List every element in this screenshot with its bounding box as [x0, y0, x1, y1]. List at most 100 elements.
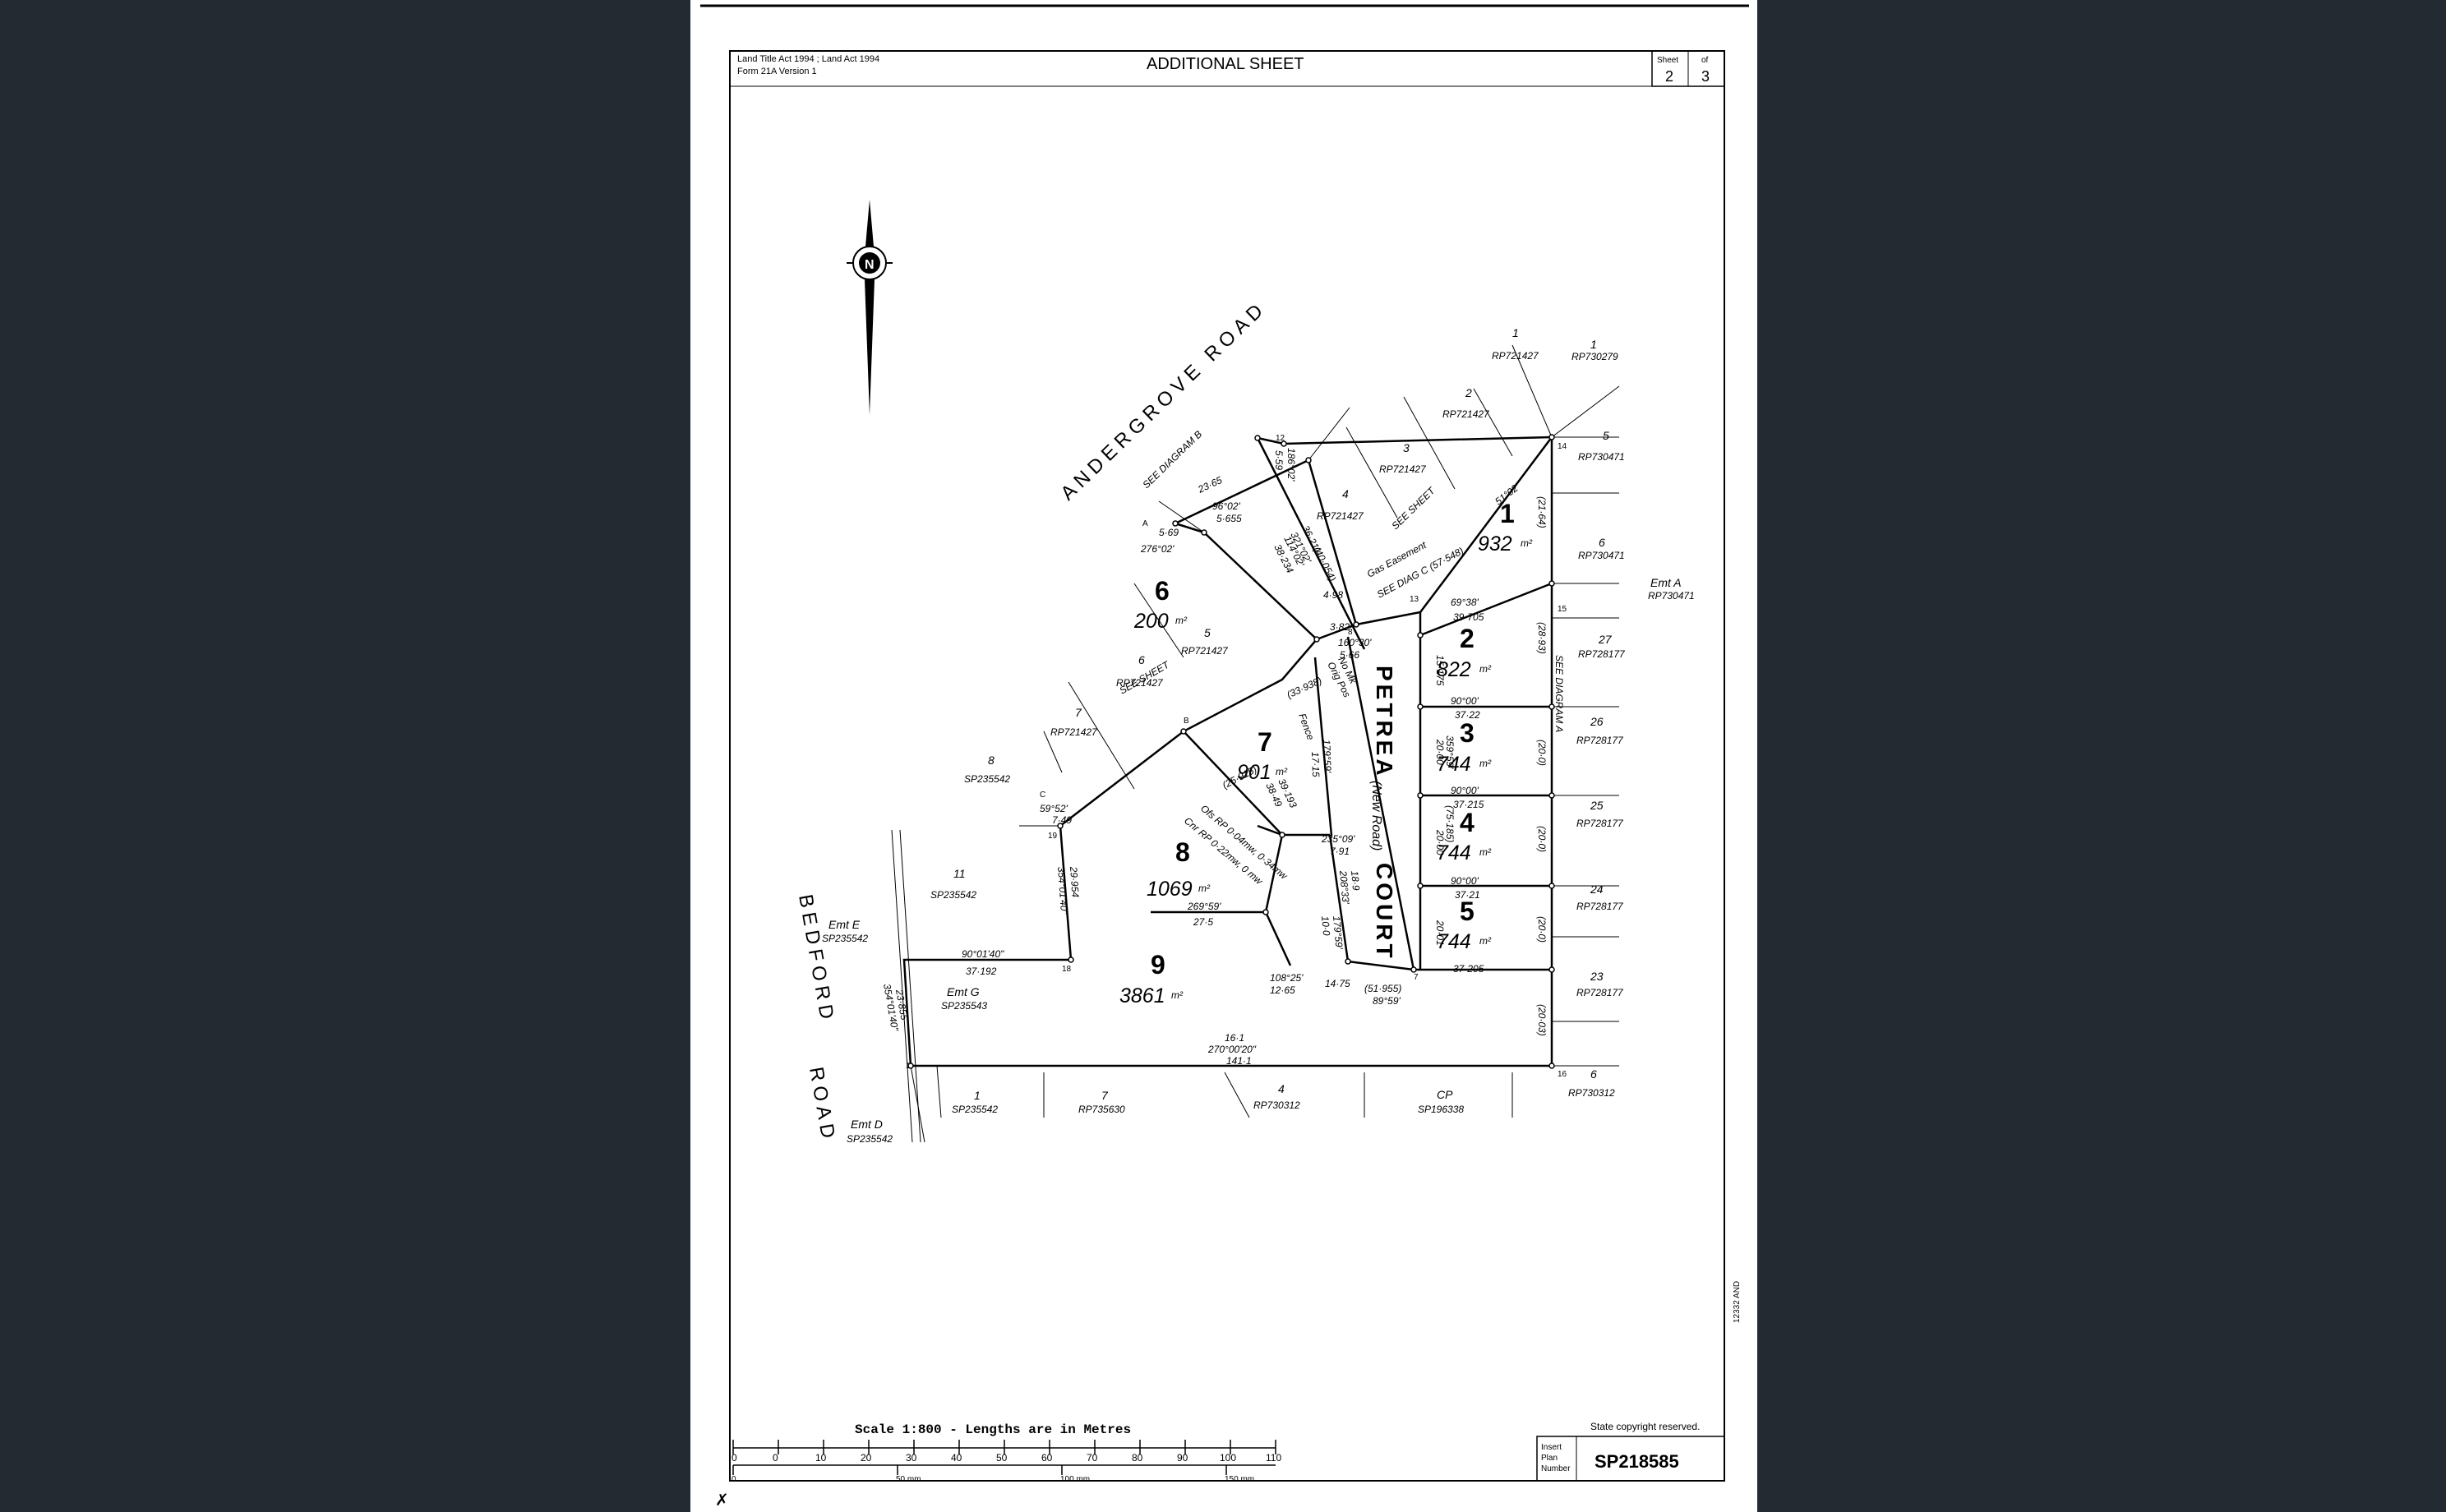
- svg-text:7: 7: [1075, 706, 1082, 719]
- svg-text:6: 6: [1155, 576, 1170, 606]
- road-road: ROAD: [805, 1065, 840, 1145]
- sheet-total: 3: [1701, 68, 1710, 85]
- svg-text:15: 15: [1558, 605, 1567, 614]
- plan-number-box: [1536, 1436, 1725, 1482]
- svg-text:SP235542: SP235542: [952, 1104, 998, 1115]
- svg-text:RP728177: RP728177: [1576, 987, 1624, 998]
- svg-text:37·205: 37·205: [1453, 963, 1484, 975]
- svg-text:39·705: 39·705: [1453, 611, 1484, 623]
- svg-text:SP235542: SP235542: [964, 773, 1010, 785]
- svg-text:25: 25: [1590, 799, 1604, 812]
- svg-text:3: 3: [1403, 441, 1410, 454]
- sheet-frame: [729, 50, 1725, 1482]
- svg-text:30: 30: [906, 1452, 917, 1464]
- svg-text:7·91: 7·91: [1330, 846, 1350, 857]
- svg-text:16: 16: [1558, 1070, 1567, 1079]
- svg-text:37·21: 37·21: [1455, 889, 1480, 901]
- svg-text:7·49: 7·49: [1052, 814, 1072, 826]
- svg-text:SP235542: SP235542: [822, 933, 868, 944]
- sheet-title: ADDITIONAL SHEET: [1147, 55, 1304, 73]
- svg-text:5: 5: [1204, 626, 1211, 639]
- road-new-road: (New Road): [1369, 781, 1383, 850]
- svg-text:7: 7: [1258, 727, 1272, 757]
- svg-text:1: 1: [1500, 499, 1515, 528]
- svg-text:96°02': 96°02': [1212, 500, 1240, 512]
- svg-text:269°59': 269°59': [1187, 901, 1221, 912]
- svg-text:40: 40: [951, 1452, 962, 1464]
- svg-text:(20·03): (20·03): [1536, 1004, 1548, 1036]
- svg-text:179°59': 179°59': [1331, 915, 1345, 950]
- svg-text:89°59': 89°59': [1373, 995, 1401, 1007]
- svg-text:150 mm: 150 mm: [1225, 1475, 1254, 1484]
- svg-text:10: 10: [815, 1452, 827, 1464]
- svg-text:23: 23: [1590, 970, 1604, 983]
- svg-text:24: 24: [1590, 883, 1604, 896]
- svg-text:12: 12: [1276, 434, 1285, 443]
- svg-text:160°30': 160°30': [1338, 637, 1372, 648]
- svg-text:901: 901: [1237, 761, 1271, 784]
- svg-text:Insert: Insert: [1541, 1443, 1562, 1452]
- copyright: State copyright reserved.: [1590, 1421, 1700, 1432]
- svg-text:16·1: 16·1: [1225, 1032, 1244, 1044]
- svg-text:m²: m²: [1198, 883, 1211, 894]
- svg-text:80: 80: [1132, 1452, 1143, 1464]
- scale-labels: 0 0 10 20 30 40 50 60 70 80 90 100 110 0…: [731, 1452, 1281, 1484]
- svg-text:RP730471: RP730471: [1578, 451, 1625, 463]
- svg-text:1: 1: [906, 1062, 911, 1071]
- svg-text:(51·955): (51·955): [1364, 983, 1401, 994]
- sheet-label: Sheet: [1657, 56, 1678, 65]
- svg-text:276°02': 276°02': [1140, 543, 1175, 555]
- svg-text:6: 6: [1590, 1067, 1597, 1081]
- svg-text:m²: m²: [1479, 758, 1492, 769]
- svg-text:Emt E: Emt E: [828, 918, 861, 931]
- svg-text:RP721427: RP721427: [1492, 350, 1539, 362]
- corner-mark-icon: ✗: [715, 1491, 729, 1510]
- survey-plan-drawing: Land Title Act 1994 ; Land Act 1994 Form…: [700, 4, 1749, 1510]
- svg-text:m²: m²: [1521, 537, 1533, 549]
- svg-text:RP730312: RP730312: [1253, 1099, 1300, 1111]
- svg-text:90°00': 90°00': [1451, 875, 1479, 887]
- svg-text:(20·0): (20·0): [1536, 740, 1548, 766]
- dimension-labels: 69°38'39·705 90°00'37·22 90°00'37·215 90…: [881, 448, 1548, 1067]
- svg-text:Plan: Plan: [1541, 1454, 1558, 1463]
- svg-text:1: 1: [1512, 326, 1519, 339]
- svg-text:141·1: 141·1: [1226, 1055, 1252, 1067]
- svg-text:822: 822: [1437, 658, 1471, 681]
- svg-text:100 mm: 100 mm: [1060, 1475, 1090, 1484]
- svg-text:14: 14: [1558, 442, 1567, 451]
- svg-text:108°25': 108°25': [1270, 972, 1304, 984]
- svg-text:0: 0: [731, 1452, 737, 1464]
- svg-text:RP728177: RP728177: [1578, 648, 1626, 660]
- svg-text:Emt A: Emt A: [1650, 576, 1682, 589]
- svg-text:m²: m²: [1276, 766, 1288, 777]
- svg-text:18·9: 18·9: [1349, 870, 1362, 891]
- svg-text:90°00': 90°00': [1451, 695, 1479, 707]
- svg-text:20: 20: [861, 1452, 872, 1464]
- svg-text:13: 13: [1410, 595, 1419, 604]
- svg-text:270°00'20": 270°00'20": [1207, 1044, 1257, 1055]
- svg-text:37·215: 37·215: [1453, 799, 1484, 810]
- svg-text:69°38': 69°38': [1451, 597, 1479, 608]
- lot-7: 7 901 m²: [1237, 727, 1288, 784]
- svg-text:27: 27: [1598, 633, 1613, 646]
- svg-text:744: 744: [1437, 841, 1471, 864]
- svg-text:Emt G: Emt G: [947, 985, 980, 998]
- svg-text:SP235542: SP235542: [930, 889, 976, 901]
- svg-text:SP235542: SP235542: [847, 1133, 893, 1145]
- svg-text:(20·0): (20·0): [1536, 826, 1548, 852]
- svg-text:RP730471: RP730471: [1648, 590, 1695, 602]
- svg-text:RP730471: RP730471: [1578, 550, 1625, 561]
- svg-text:4·98: 4·98: [1323, 589, 1343, 601]
- svg-text:19: 19: [1048, 832, 1058, 841]
- svg-text:359°59': 359°59': [1444, 735, 1456, 769]
- svg-text:3861: 3861: [1119, 984, 1165, 1007]
- svg-text:5: 5: [1460, 897, 1475, 926]
- svg-text:RP728177: RP728177: [1576, 818, 1624, 829]
- svg-text:12·65: 12·65: [1270, 984, 1295, 996]
- svg-text:SEE DIAGRAM B: SEE DIAGRAM B: [1140, 428, 1204, 491]
- svg-text:2: 2: [1460, 624, 1475, 653]
